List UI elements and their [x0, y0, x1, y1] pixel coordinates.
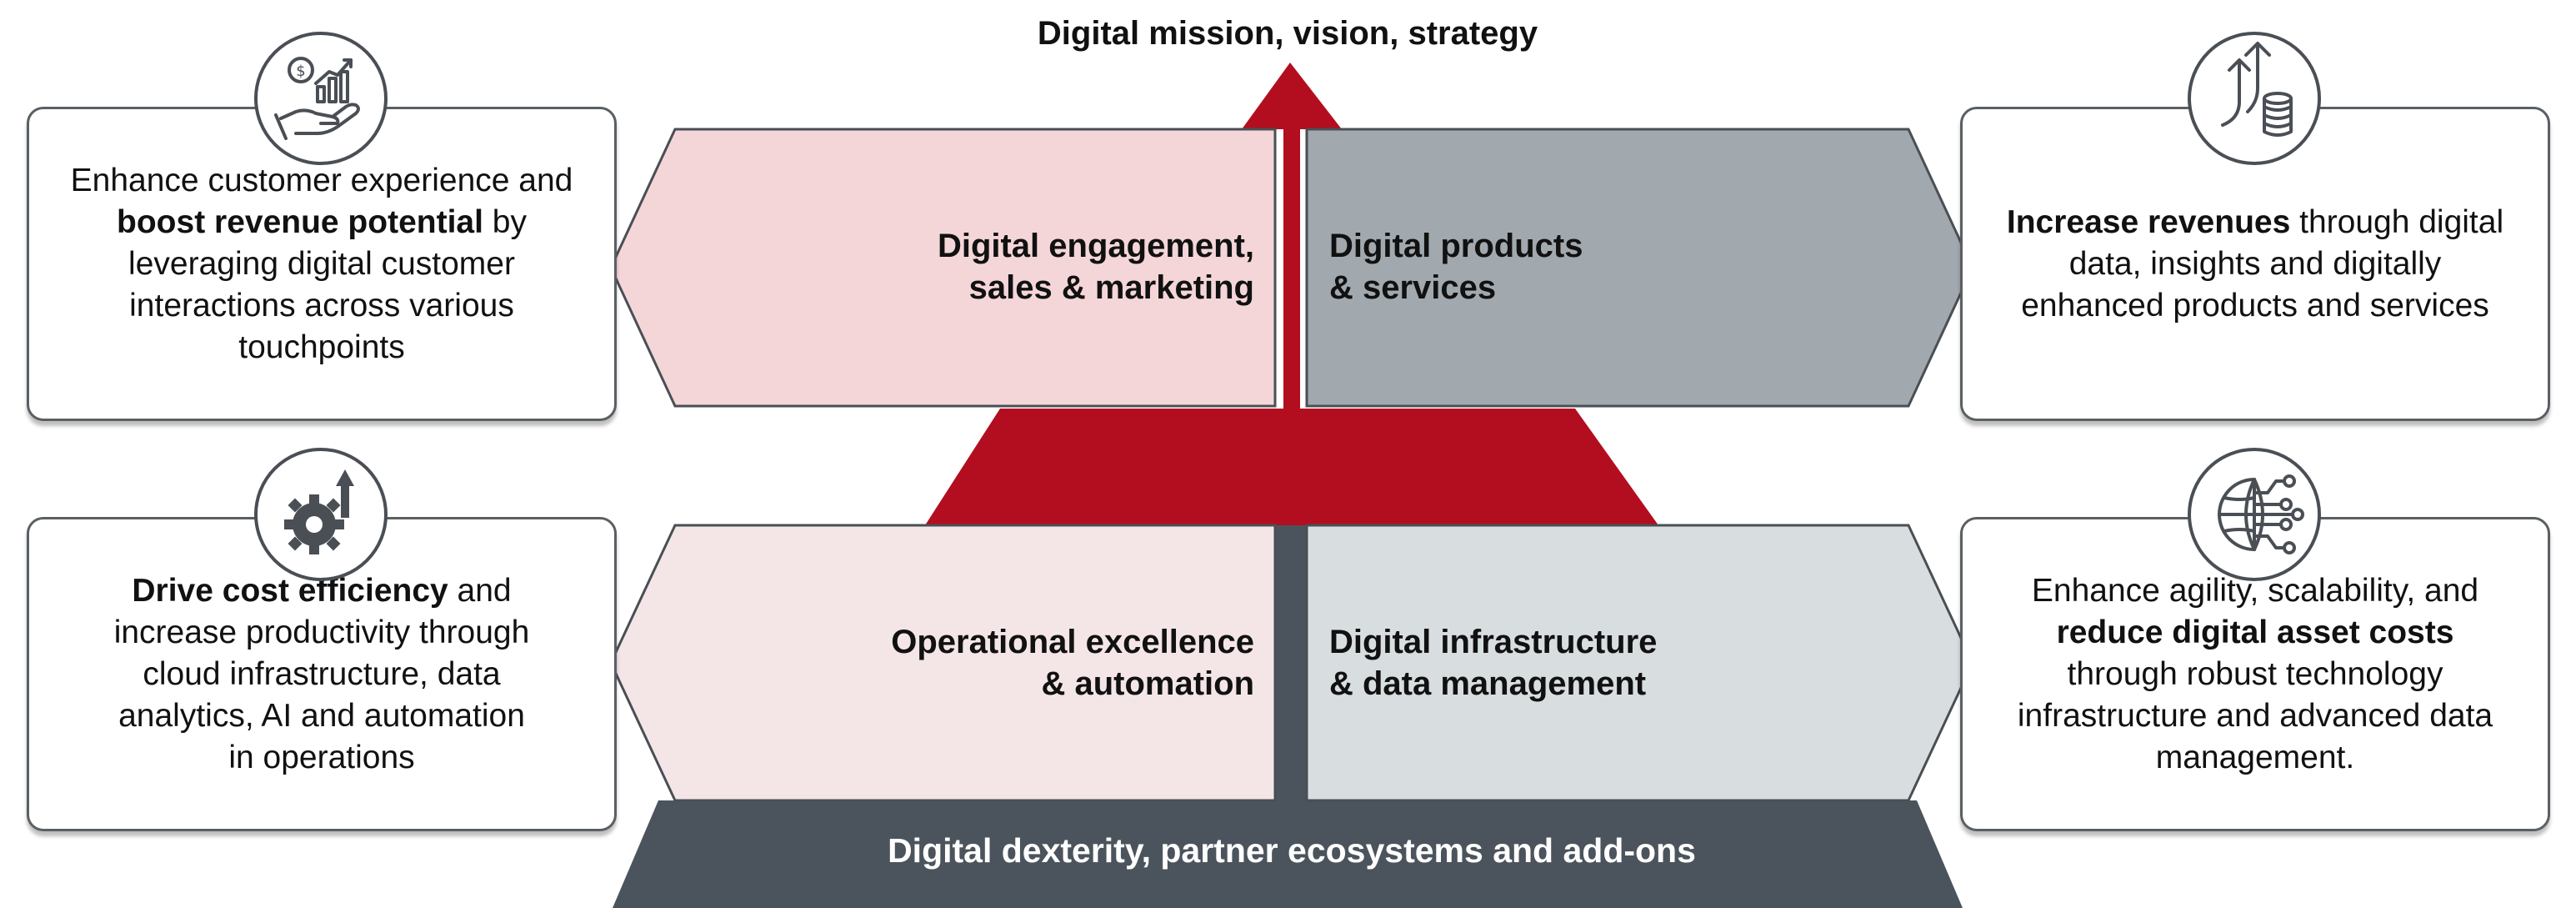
card-text-line: infrastructure and advanced data	[2017, 697, 2493, 734]
base-label: Digital dexterity, partner ecosystems an…	[888, 831, 1696, 870]
card-text-line: leveraging digital customer	[128, 245, 515, 282]
segment-top-right-label: Digital products & services	[1329, 225, 1829, 309]
card-text-line: interactions across various	[129, 287, 514, 324]
card-top-right-text: Increase revenues through digital data, …	[1963, 202, 2548, 327]
hand-coin-growth-icon: $	[254, 32, 388, 165]
segment-top-right	[1305, 128, 1974, 408]
card-text-line: through robust technology	[2067, 655, 2443, 692]
segment-bottom-right-line1: Digital infrastructure	[1329, 624, 1658, 660]
card-text-emphasis: reduce digital asset costs	[2056, 614, 2454, 650]
segment-top-right-line2: & services	[1329, 269, 1497, 306]
card-text-line: management.	[2155, 739, 2355, 775]
card-top-left: Enhance customer experience and boost re…	[27, 107, 617, 421]
segment-bottom-left-line1: Operational excellence	[891, 624, 1254, 660]
segment-bottom-right-label: Digital infrastructure & data management	[1329, 621, 1846, 705]
base-band	[613, 800, 1963, 908]
gear-arrow-up-icon	[254, 448, 388, 581]
segment-bottom-right-line2: & data management	[1329, 665, 1647, 702]
segment-top-right-line1: Digital products	[1329, 228, 1583, 264]
card-text-line: analytics, AI and automation	[118, 697, 525, 734]
card-text-line: increase productivity through	[113, 614, 530, 650]
card-text-emphasis: Drive cost efficiency	[132, 572, 448, 609]
card-text-line: data, insights and digitally	[2068, 245, 2442, 282]
globe-network-icon	[2188, 448, 2321, 581]
card-text-line: Drive cost efficiency and	[46, 570, 598, 612]
red-pyramid	[929, 63, 1654, 525]
card-text-span: and	[448, 572, 512, 609]
segment-top-left	[609, 128, 1277, 408]
card-bottom-right-text: Enhance agility, scalability, and reduce…	[1963, 570, 2548, 779]
card-text-span: by	[483, 203, 527, 240]
arrows-up-coins-icon	[2188, 32, 2321, 165]
card-text-line: Enhance customer experience and	[70, 162, 573, 198]
card-text-span: through digital	[2290, 203, 2504, 240]
segment-bottom-left-line2: & automation	[1041, 665, 1254, 702]
card-text-line: Increase revenues through digital	[1979, 202, 2531, 243]
card-bottom-right: Enhance agility, scalability, and reduce…	[1960, 517, 2550, 831]
segment-top-left-line1: Digital engagement,	[937, 228, 1254, 264]
segment-top-left-line2: sales & marketing	[968, 269, 1254, 306]
card-text-emphasis: boost revenue potential	[117, 203, 483, 240]
card-text-line: in operations	[228, 739, 415, 775]
segment-bottom-left-label: Operational excellence & automation	[750, 621, 1254, 705]
red-pyramid-body	[925, 409, 1658, 525]
card-text-line: reduce digital asset costs	[1979, 612, 2531, 654]
diagram-title: Digital mission, vision, strategy	[1037, 15, 1538, 52]
card-text-emphasis: Increase revenues	[2006, 203, 2291, 240]
card-text-line: boost revenue potential by	[46, 202, 598, 243]
card-text-line: enhanced products and services	[2021, 287, 2489, 324]
card-text-line: cloud infrastructure, data	[143, 655, 501, 692]
card-top-left-text: Enhance customer experience and boost re…	[29, 160, 614, 369]
card-text-line: touchpoints	[238, 329, 405, 365]
svg-text:$: $	[296, 63, 305, 80]
segment-bottom-left	[609, 524, 1277, 802]
segment-top-left-label: Digital engagement, sales & marketing	[750, 225, 1254, 309]
card-bottom-left-text: Drive cost efficiency and increase produ…	[29, 570, 614, 779]
center-divider	[1275, 525, 1308, 800]
segment-bottom-right	[1305, 524, 1974, 802]
